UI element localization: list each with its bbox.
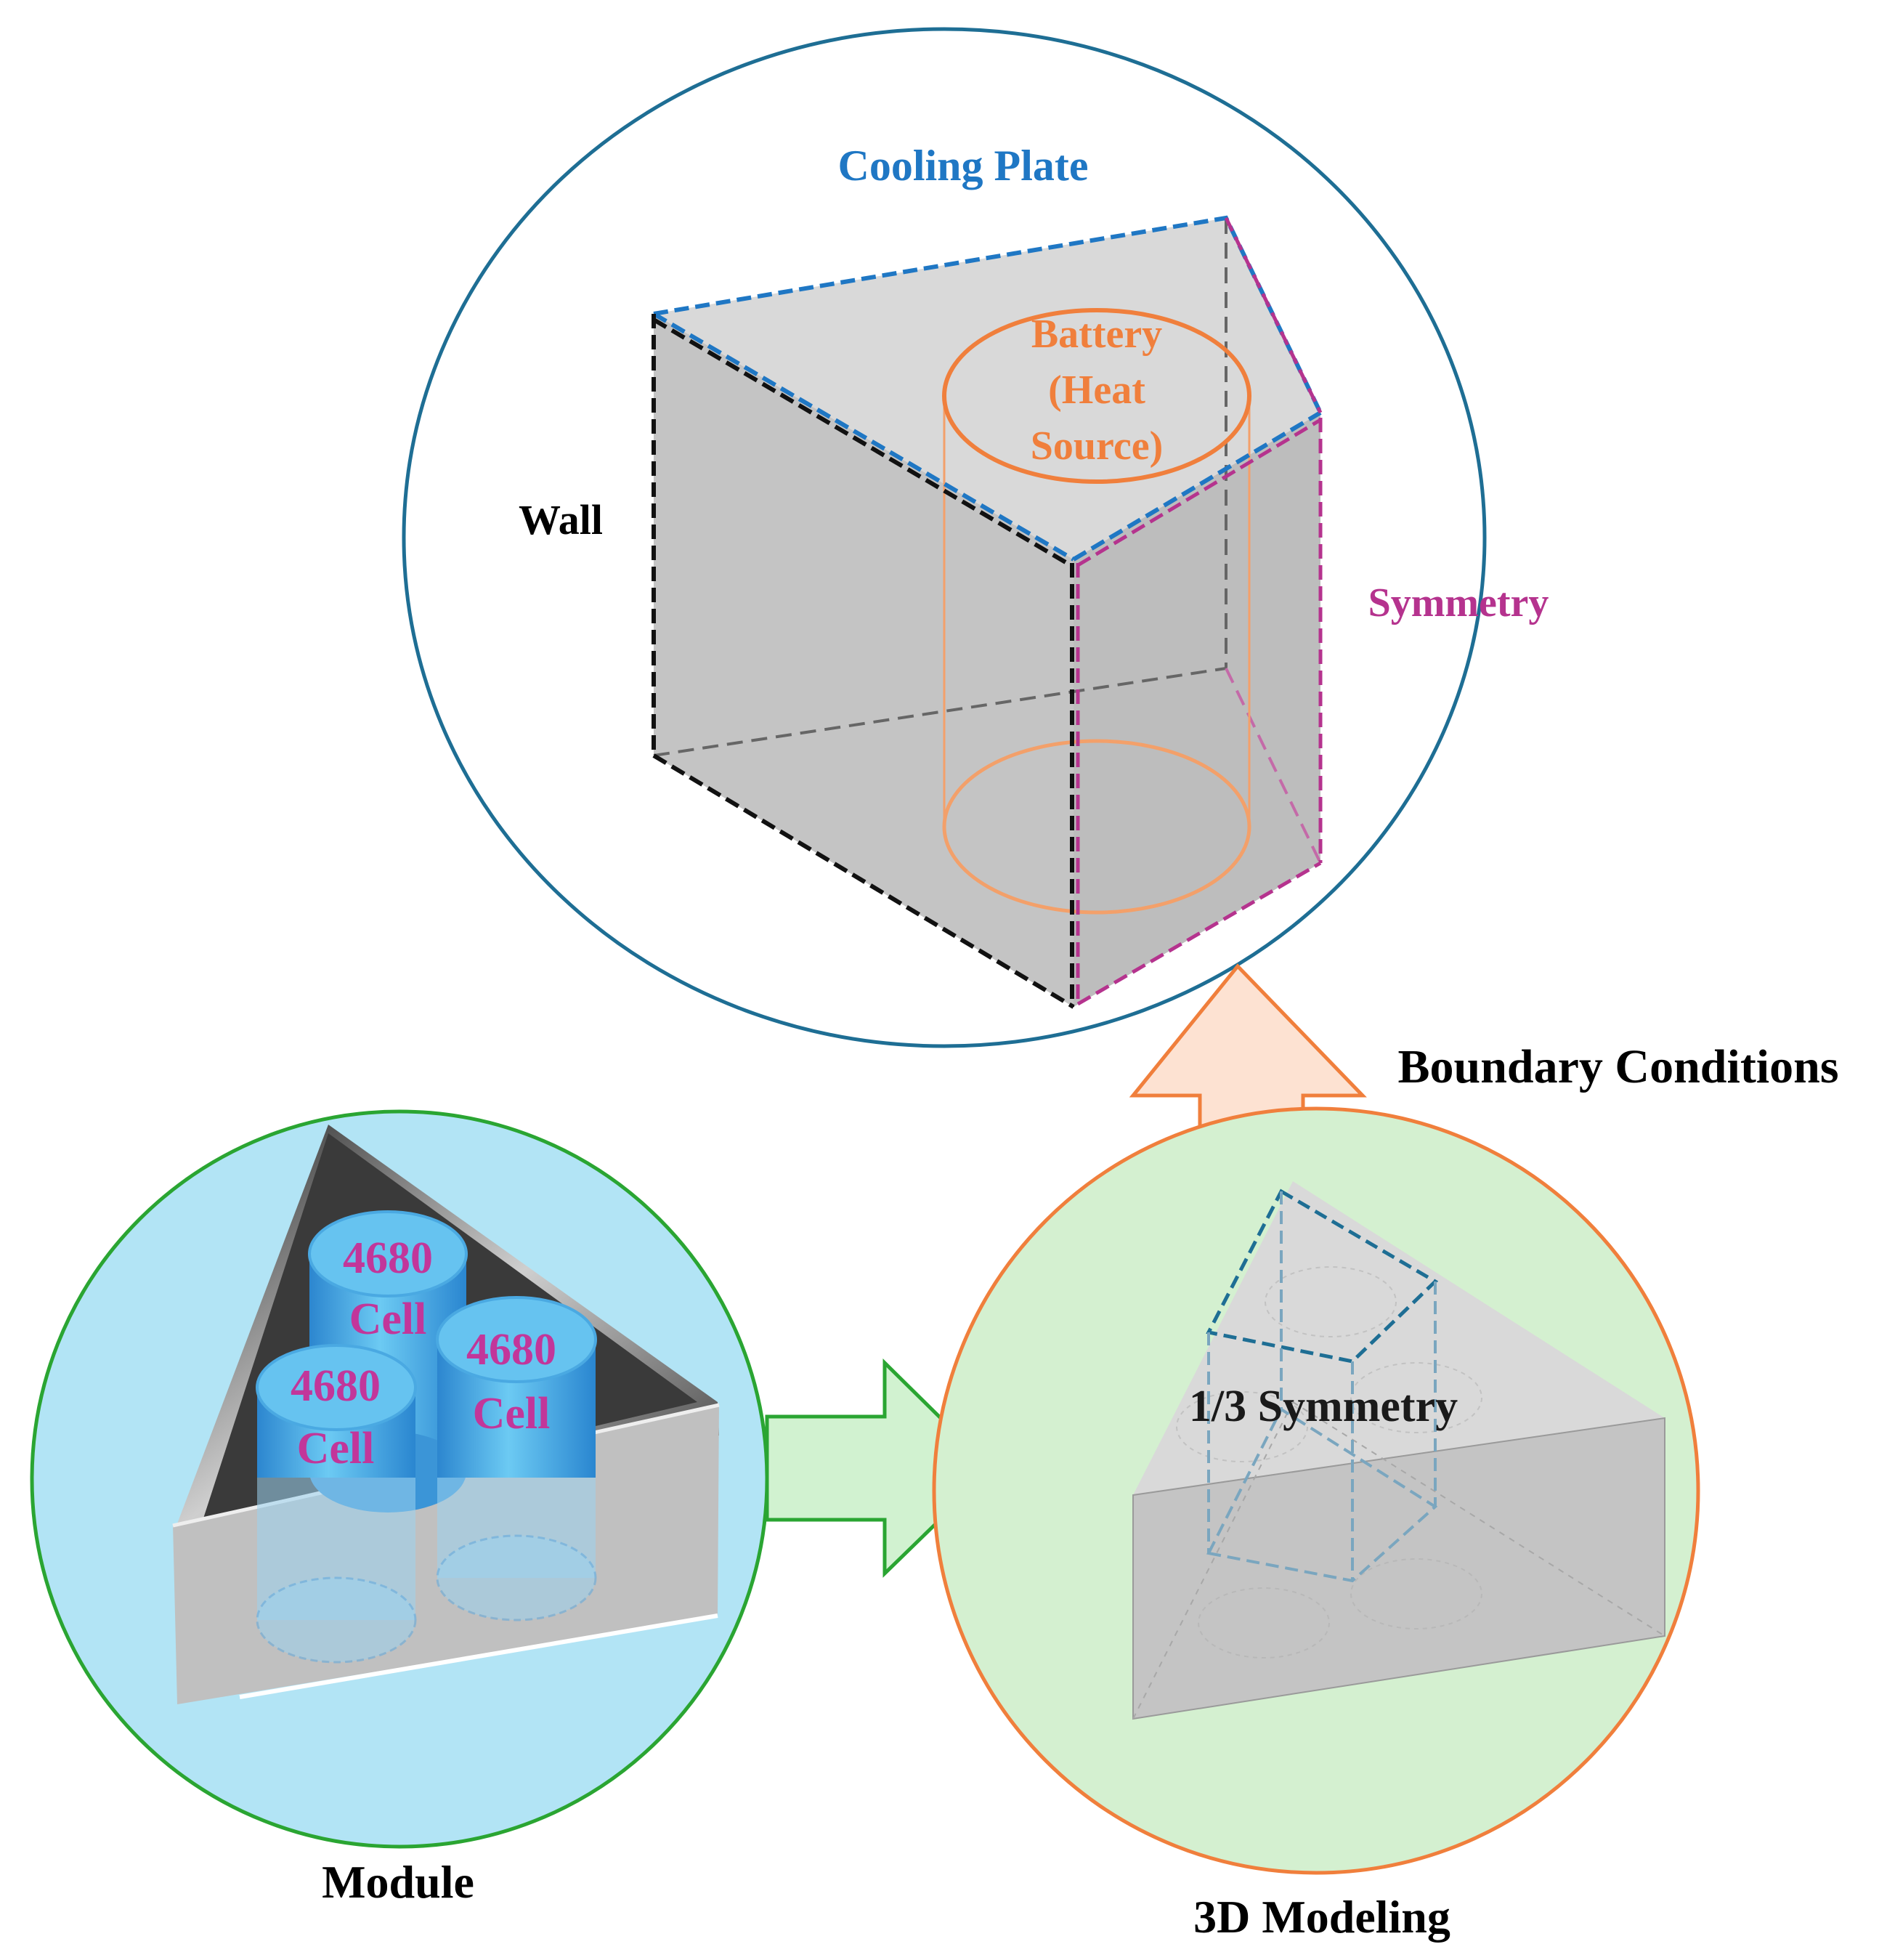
cooling-plate-label: Cooling Plate [838, 142, 1089, 190]
wall-edge [652, 317, 1072, 567]
symmetry-edge [1224, 216, 1323, 414]
symmetry-edge [1076, 418, 1322, 567]
wall-edge [652, 753, 1075, 1009]
module-title: Module [322, 1856, 474, 1908]
cell-label-line1: 4680 [343, 1234, 433, 1283]
cooling-plate-edge [652, 312, 1075, 562]
module-cell [436, 1296, 597, 1621]
battery-label-line3: Source) [1031, 424, 1164, 469]
wall-label: Wall [519, 496, 603, 543]
modeling-top-face [1133, 1181, 1665, 1495]
hidden-edge [1225, 668, 1322, 864]
battery-bottom [942, 739, 1251, 915]
modeling-solid [1132, 1181, 1665, 1720]
one-third-symmetry-label: 1/3 Symmetry [1189, 1382, 1458, 1431]
battery-label-line1: Battery [1031, 312, 1162, 357]
cell-label-line2: Cell [349, 1295, 427, 1344]
cell-label-line2: Cell [473, 1389, 551, 1438]
battery-cylinder [942, 308, 1251, 915]
cell-label-line2: Cell [297, 1424, 375, 1473]
hidden-edge [653, 667, 1227, 757]
battery-label-line2: (Heat [1048, 368, 1145, 413]
cooling-plate-edge [1072, 410, 1322, 562]
module-cell [256, 1344, 417, 1664]
symmetry-region-top [1206, 1188, 1439, 1364]
cell-label-line1: 4680 [291, 1361, 381, 1411]
right-face [1074, 413, 1320, 1007]
cell-label-line1: 4680 [466, 1325, 556, 1374]
boundary-solid [652, 215, 1323, 1009]
battery-top [942, 308, 1251, 484]
left-face [654, 314, 1074, 1007]
modeling-title: 3D Modeling [1193, 1891, 1450, 1943]
symmetry-label: Symmetry [1368, 580, 1549, 625]
modeling-front-face [1132, 1417, 1665, 1720]
boundary-conditions-label: Boundary Conditions [1397, 1040, 1838, 1093]
symmetry-edge [1076, 861, 1322, 1006]
